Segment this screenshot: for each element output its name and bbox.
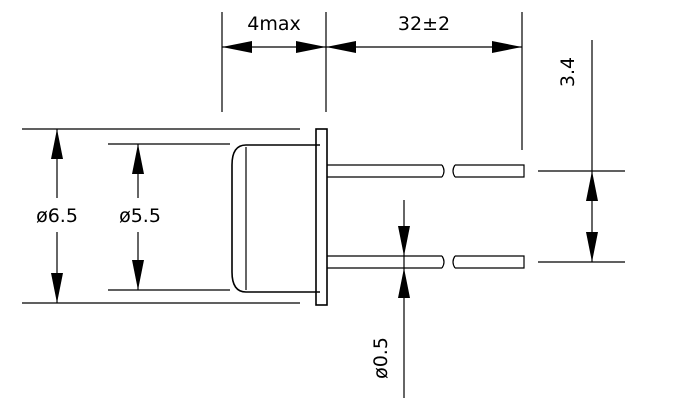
arrow-outer-bottom [51,273,63,303]
arrow-4max-right [296,41,326,53]
arrow-lead-bottom [398,268,410,298]
arrow-spacing-top [586,171,598,201]
dim-label-outer-diameter: ø6.5 [36,205,78,227]
dim-label-inner-diameter: ø5.5 [119,205,161,227]
dim-label-lead-diameter: ø0.5 [370,337,392,379]
lead-lower [327,255,525,269]
arrow-outer-top [51,129,63,159]
left-dimensions: ø6.5 ø5.5 [22,128,300,304]
arrow-inner-bottom [132,260,144,290]
arrow-32-left [326,41,356,53]
lead-upper [327,164,525,178]
flange [315,128,328,306]
lead-diameter-dimension: ø0.5 [370,200,410,398]
arrow-spacing-bottom [586,232,598,262]
lead-upper-break [441,164,456,178]
right-dimension: 3.4 [538,40,625,263]
arrow-4max-left [222,41,252,53]
arrow-lead-top [398,226,410,256]
arrow-inner-top [132,144,144,174]
can-outline [231,144,320,293]
component-body [231,128,328,306]
leads [327,164,525,269]
top-dimensions: 4max 32±2 [221,12,523,150]
dim-label-body-length: 4max [247,13,300,35]
lead-lower-break [441,255,456,269]
dim-label-lead-spacing: 3.4 [557,57,579,87]
dim-label-lead-length: 32±2 [398,13,450,35]
arrow-32-right [492,41,522,53]
